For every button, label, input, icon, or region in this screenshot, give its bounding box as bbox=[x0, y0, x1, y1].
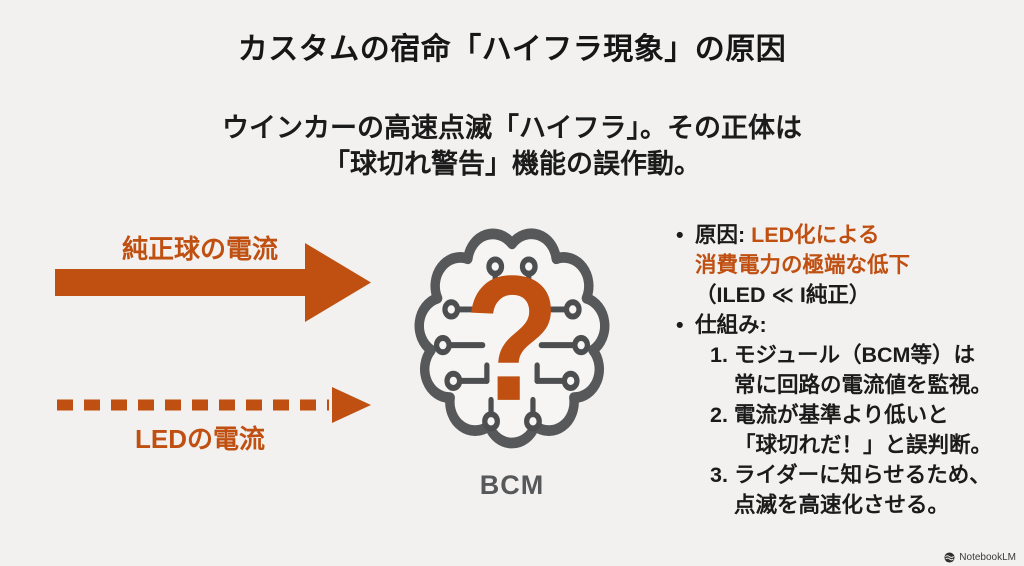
slide-subtitle: ウインカーの高速点滅「ハイフラ」。その正体は 「球切れ警告」機能の誤作動。 bbox=[0, 110, 1024, 182]
led-current-label: LEDの電流 bbox=[134, 424, 265, 454]
watermark-label: NotebookLM bbox=[959, 552, 1016, 563]
notebooklm-logo-icon bbox=[944, 552, 955, 563]
stock-bulb-current-label: 純正球の電流 bbox=[121, 234, 278, 264]
step-text: ライダーに知らせるため、 bbox=[734, 463, 991, 487]
bcm-label: BCM bbox=[479, 470, 545, 500]
subtitle-line-1: ウインカーの高速点滅「ハイフラ」。その正体は bbox=[222, 113, 802, 143]
bullet-dot: • bbox=[676, 223, 684, 247]
circuit-nodes bbox=[433, 256, 591, 432]
cause-note: （ILED ≪ I純正） bbox=[695, 283, 871, 307]
step-number: 2. bbox=[710, 403, 728, 427]
mechanism-label: 仕組み: bbox=[695, 313, 767, 337]
mechanism-step-1-cont: 常に回路の電流値を監視。 bbox=[734, 373, 993, 397]
mechanism-step-3: 3.ライダーに知らせるため、 bbox=[676, 460, 1021, 490]
mechanism-step-2-cont: 「球切れだ！」と誤判断。 bbox=[734, 433, 993, 457]
step-number: 3. bbox=[710, 463, 728, 487]
step-text: 電流が基準より低いと bbox=[734, 403, 949, 427]
question-mark: ? bbox=[464, 239, 560, 439]
page-title: カスタムの宿命「ハイフラ現象」の原因 bbox=[237, 33, 787, 66]
cause-highlight-2: 消費電力の極端な低下 bbox=[695, 253, 911, 277]
solid-arrow-icon bbox=[55, 243, 371, 322]
dashed-arrow-icon bbox=[57, 387, 371, 423]
cause-prefix: 原因: bbox=[695, 223, 752, 247]
step-text: モジュール（BCM等）は bbox=[734, 343, 975, 367]
mechanism-step-1: 1.モジュール（BCM等）は bbox=[676, 340, 1021, 370]
mechanism-step-2: 2.電流が基準より低いと bbox=[676, 400, 1021, 430]
mechanism-step-3-cont: 点滅を高速化させる。 bbox=[734, 493, 950, 517]
cause-line: • 原因: LED化による bbox=[676, 220, 1021, 250]
step-number: 1. bbox=[710, 343, 728, 367]
brain-circuit-icon: ? bbox=[402, 213, 622, 463]
details-list: • 原因: LED化による 消費電力の極端な低下 （ILED ≪ I純正） • 仕組… bbox=[676, 220, 1021, 520]
cause-highlight-1: LED化による bbox=[751, 223, 880, 247]
bullet-dot: • bbox=[676, 313, 684, 337]
mechanism-line: • 仕組み: bbox=[676, 310, 1021, 340]
subtitle-line-2: 「球切れ警告」機能の誤作動。 bbox=[323, 149, 701, 179]
watermark: NotebookLM bbox=[944, 552, 1016, 563]
